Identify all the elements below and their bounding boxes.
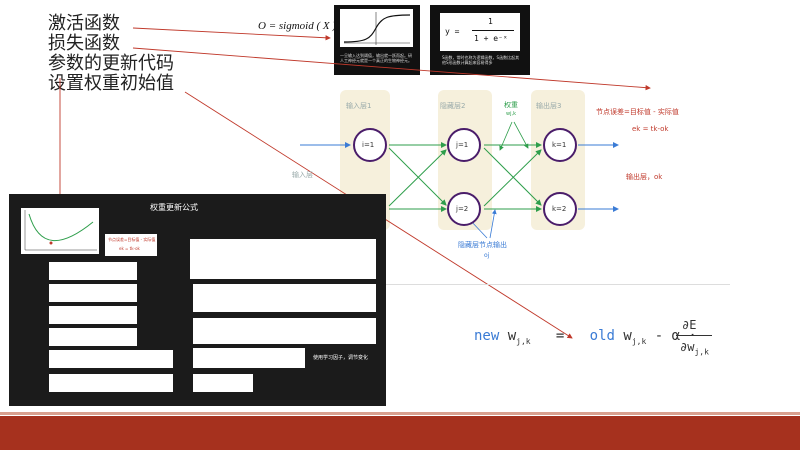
- formula-card-6: [49, 374, 173, 392]
- loss-curve-thumbnail: [21, 208, 99, 254]
- node-i1: [353, 128, 387, 162]
- sigmoid-equation-caption: S函数，常时也称为逻辑函数，S函数比起其他S形函数计算起来容易得多: [442, 55, 520, 65]
- input-layer-label: 输入层1: [346, 102, 372, 110]
- footer-bar: [0, 416, 800, 450]
- eq-old: old: [589, 328, 615, 344]
- node-k1-label: k=1: [552, 141, 567, 149]
- weight-update-title: 权重更新公式: [150, 203, 198, 212]
- equation-numerator: 1: [488, 17, 493, 26]
- arrow-activation-to-sigmoid: [132, 27, 331, 41]
- hidden-output-label: 隐藏层节点输出: [458, 241, 507, 249]
- sigmoid-plot-card: 一旦输入达到阈值，输出就一跃而起。研人工神经元就是一个真正的生物神经元。: [334, 5, 420, 75]
- eq-w-old: w: [623, 328, 632, 344]
- footer-accent-line: [0, 412, 800, 415]
- sigmoid-plot-caption: 一旦输入达到阈值，输出就一跃而起。研人工神经元就是一个真正的生物神经元。: [340, 53, 412, 63]
- hidden-output-sub: oj: [484, 252, 490, 259]
- sigmoid-equation-card: y = 1 1 + e⁻ˣ S函数，常时也称为逻辑函数，S函数比起其他S形函数计…: [430, 5, 530, 75]
- weight-sub: wj,k: [506, 111, 516, 117]
- eq-w-new: w: [507, 328, 517, 344]
- equation-lhs: y =: [445, 27, 460, 36]
- eq-new: new: [474, 328, 500, 344]
- node-k1: [543, 128, 577, 162]
- topic-parameter-update: 参数的更新代码: [48, 53, 174, 74]
- node-k2: [543, 192, 577, 226]
- formula-card-11: [193, 374, 253, 392]
- node-j1-label: j=1: [456, 141, 469, 149]
- sigmoid-equation: y = 1 1 + e⁻ˣ: [440, 13, 520, 51]
- formula-card-2: [49, 284, 137, 302]
- divider: [385, 284, 730, 285]
- node-j2-label: j=2: [456, 205, 469, 213]
- weight-update-panel: 节点误差=目标值 - 实际值 ek = tk-ok 使用学习因子，调节变化: [9, 194, 386, 406]
- weight-label: 权重: [504, 101, 518, 109]
- formula-card-3: [49, 306, 137, 324]
- node-k2-label: k=2: [552, 205, 567, 213]
- sigmoid-formula: O = sigmoid ( X ): [258, 20, 336, 32]
- eq-fraction-bar: [676, 335, 712, 336]
- error-label: 节点误差=目标值 - 实际值: [596, 108, 679, 116]
- learning-rate-note: 使用学习因子，调节变化: [313, 355, 369, 361]
- topic-activation-function: 激活函数: [48, 13, 120, 34]
- eq-partial-den-sub: j,k: [694, 347, 709, 357]
- topic-list: 激活函数 损失函数 参数的更新代码 设置权重初始值: [48, 14, 174, 94]
- hidden-layer-label: 隐藏层2: [440, 102, 466, 110]
- formula-card-1: [49, 262, 137, 280]
- formula-card-10: [193, 348, 305, 368]
- sigmoid-plot: [340, 9, 413, 47]
- formula-card-4: [49, 328, 137, 346]
- error-note-title: 节点误差=目标值 - 实际值: [108, 237, 156, 242]
- topic-loss-function: 损失函数: [48, 33, 120, 54]
- eq-w-new-sub: j,k: [516, 336, 531, 346]
- eq-equals: =: [555, 328, 565, 344]
- arrow-loss-to-error: [132, 47, 651, 91]
- formula-card-9: [193, 318, 376, 344]
- formula-card-7: [190, 239, 376, 279]
- node-i1-label: i=1: [362, 141, 375, 149]
- formula-card-5: [49, 350, 173, 368]
- topic-weight-init: 设置权重初始值: [48, 73, 174, 94]
- error-formula: ek = tk-ok: [632, 125, 669, 133]
- formula-card-8: [193, 284, 376, 312]
- eq-partial-num: ∂E: [682, 318, 697, 332]
- output-layer-label: 输出层3: [536, 102, 562, 110]
- eq-partial-den: ∂wj,k: [680, 340, 709, 356]
- node-j1: [447, 128, 481, 162]
- eq-w-old-sub: j,k: [631, 336, 647, 346]
- weight-update-equation: new wj,k = old wj,k - α ·: [474, 328, 697, 346]
- error-note-card: 节点误差=目标值 - 实际值 ek = tk-ok: [105, 234, 157, 256]
- error-note-formula: ek = tk-ok: [119, 246, 140, 251]
- input-side-label: 输入层: [292, 171, 313, 179]
- node-j2: [447, 192, 481, 226]
- output-label: 输出层，ok: [626, 173, 663, 181]
- eq-minus-alpha: - α ·: [654, 328, 697, 344]
- equation-denominator: 1 + e⁻ˣ: [474, 34, 508, 43]
- eq-partial-den-w: ∂w: [680, 340, 695, 354]
- fraction-bar: [472, 30, 514, 31]
